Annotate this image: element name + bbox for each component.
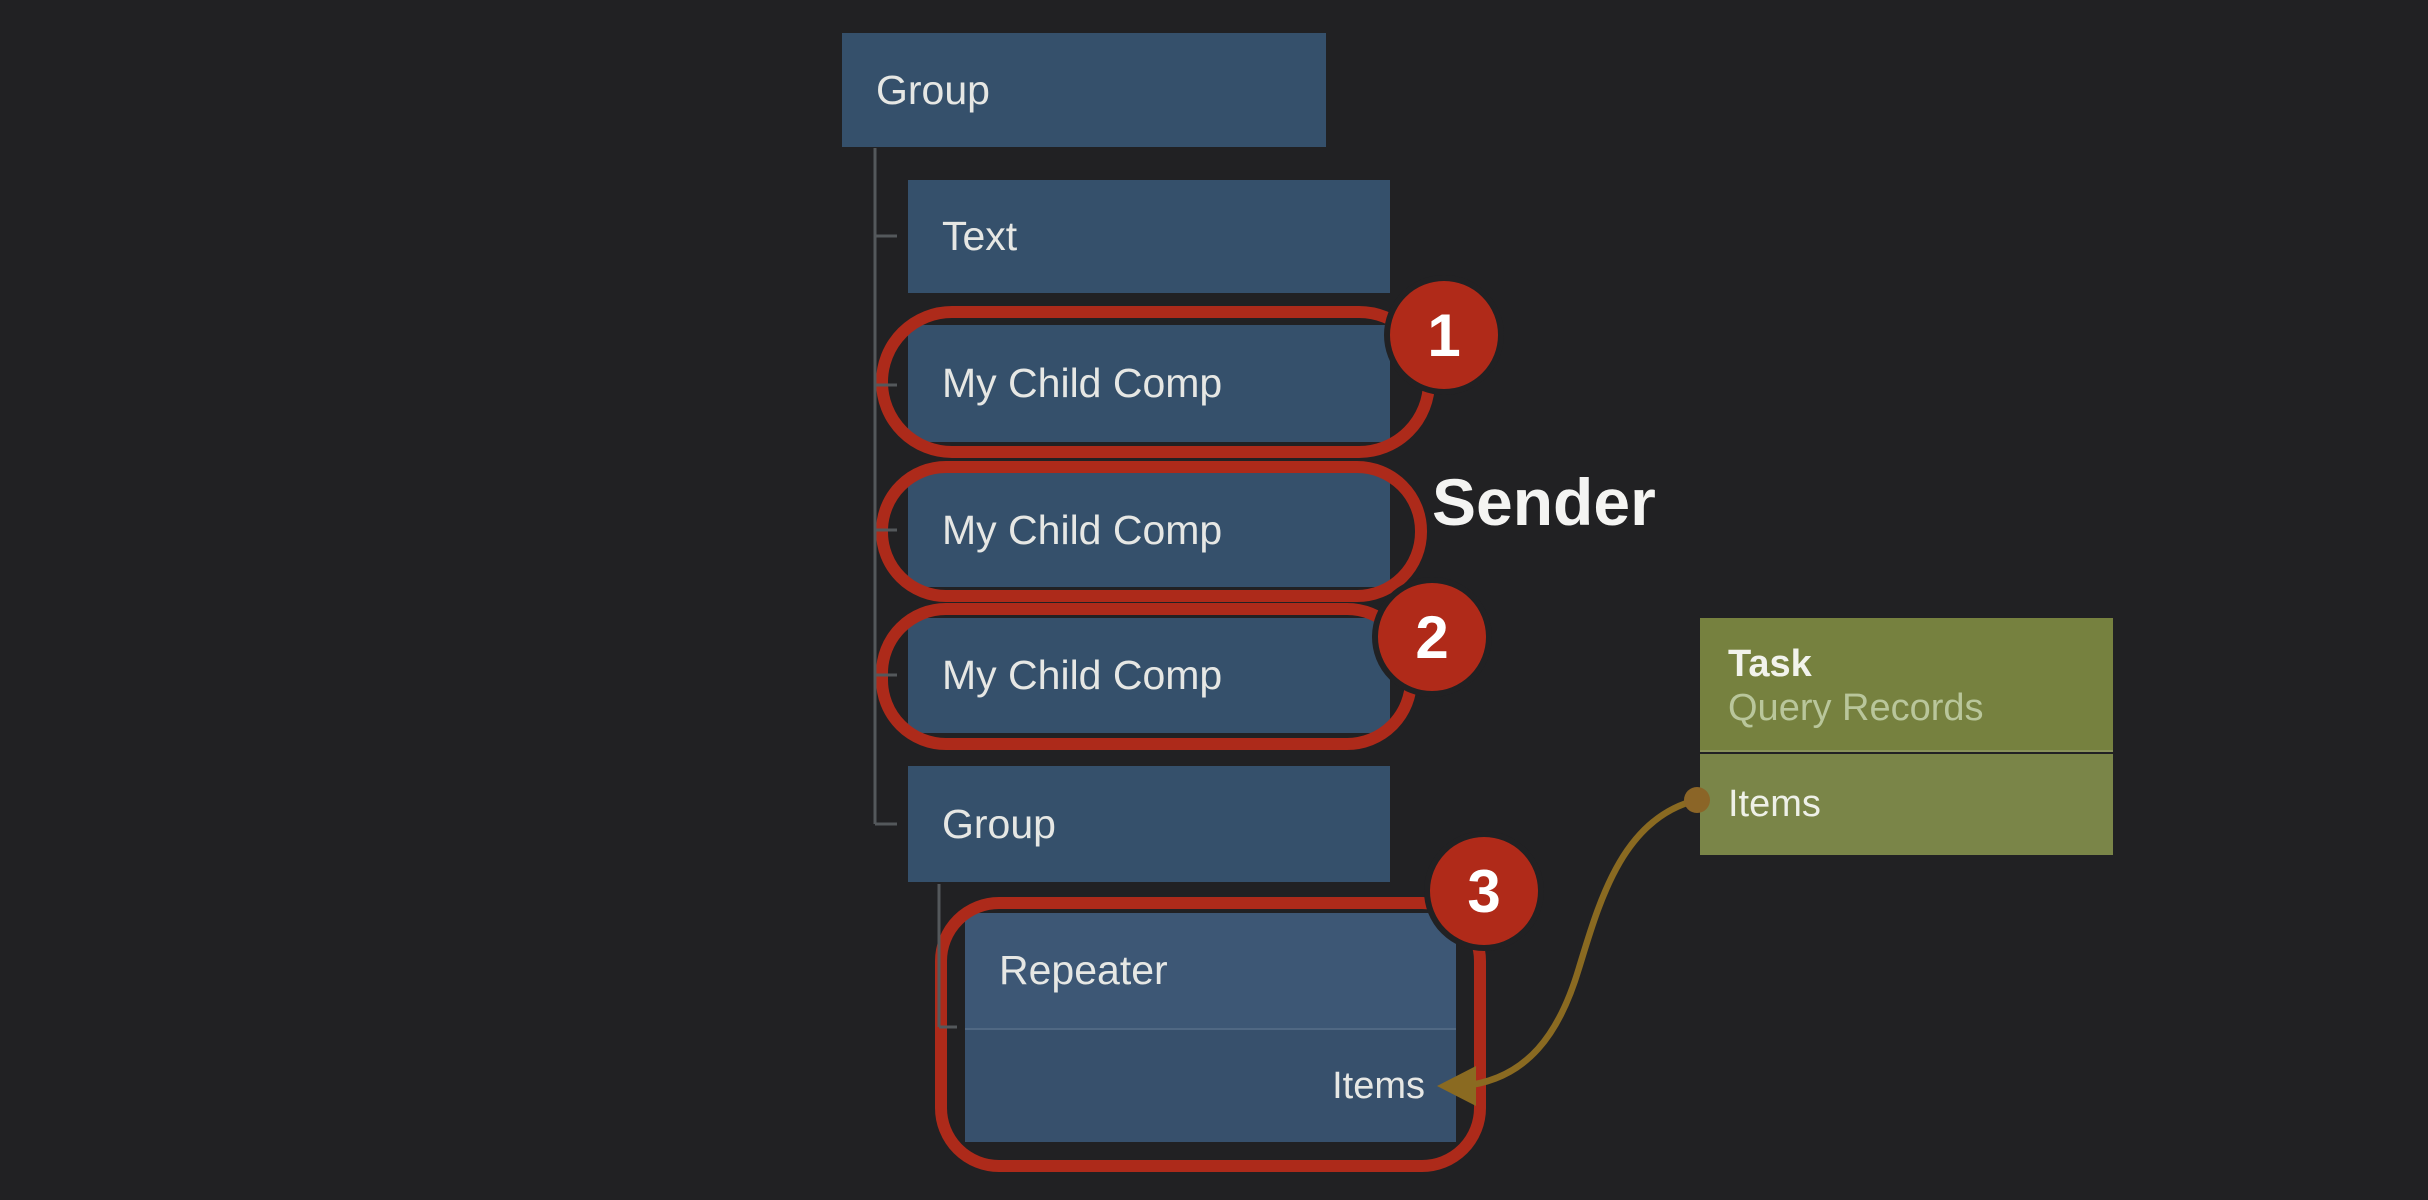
- node-label: My Child Comp: [942, 652, 1223, 698]
- tree-node-my-child-comp-3[interactable]: My Child Comp: [908, 618, 1390, 733]
- node-label: Repeater: [999, 947, 1168, 993]
- repeater-body: Items: [965, 1030, 1456, 1142]
- sender-annotation-label: Sender: [1432, 465, 1656, 539]
- task-title: Task: [1728, 643, 1812, 685]
- task-node-body: Items: [1700, 754, 2113, 855]
- badge-number: 1: [1427, 301, 1461, 369]
- node-label: Group: [876, 66, 990, 113]
- task-node-header: Task Query Records: [1700, 618, 2113, 752]
- annotation-badge-3: 3: [1424, 831, 1544, 951]
- node-label: Group: [942, 800, 1056, 847]
- annotation-outline-repeater: [935, 897, 1486, 1172]
- task-items-port[interactable]: Items: [1728, 783, 1821, 825]
- tree-node-my-child-comp-1[interactable]: My Child Comp: [908, 325, 1390, 442]
- tree-node-group-root[interactable]: Group: [842, 33, 1326, 147]
- repeater-items-port[interactable]: Items: [1332, 1064, 1425, 1107]
- annotation-outline-child-comp-1: [876, 306, 1435, 458]
- badge-number: 2: [1415, 603, 1449, 671]
- annotation-outline-child-comp-2: [876, 461, 1427, 602]
- task-node[interactable]: Task Query Records Items: [1700, 618, 2113, 855]
- tree-node-group-child[interactable]: Group: [908, 766, 1390, 882]
- badge-number: 3: [1467, 857, 1501, 925]
- node-label: My Child Comp: [942, 506, 1223, 553]
- tree-node-text[interactable]: Text: [908, 180, 1390, 293]
- node-label: My Child Comp: [942, 360, 1223, 406]
- tree-node-my-child-comp-2[interactable]: My Child Comp: [908, 473, 1390, 587]
- annotation-badge-1: 1: [1384, 275, 1504, 395]
- annotation-badge-2: 2: [1372, 577, 1492, 697]
- repeater-header: Repeater: [965, 913, 1456, 1030]
- task-subtitle: Query Records: [1728, 687, 1984, 729]
- annotation-outline-child-comp-3: [876, 603, 1417, 750]
- tree-node-repeater[interactable]: Repeater Items: [965, 913, 1456, 1142]
- node-label: Text: [942, 213, 1018, 259]
